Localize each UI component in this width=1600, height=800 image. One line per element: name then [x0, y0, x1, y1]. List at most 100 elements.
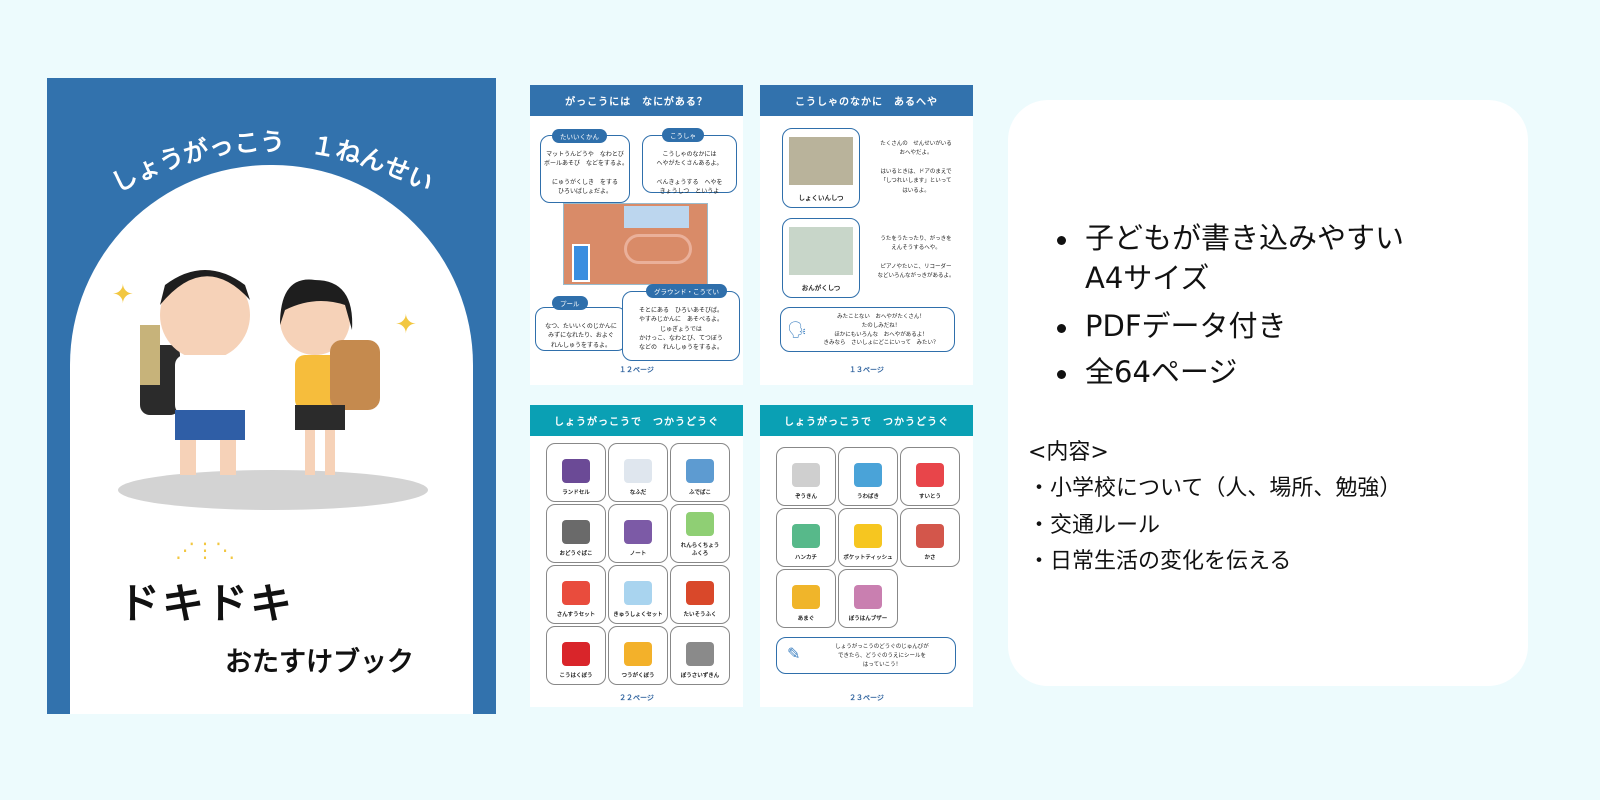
page-preview-22: しょうがっこうで つかうどうぐ ランドセル なふだ ふでばこおどうぐばこ ノート れんら…	[530, 405, 743, 707]
page-preview-13: こうしゃのなかに あるへや しょくいんしつ たくさんの せんせいがいる おへやだ…	[760, 85, 973, 385]
item-label: うわばき	[856, 494, 879, 500]
page-title: しょうがっこうで つかうどうぐ	[760, 405, 973, 436]
item-label: ランドセル	[562, 490, 590, 496]
page-preview-23: しょうがっこうで つかうどうぐ ぞうきん うわばき すいとうハンカチ ポケットティッシ…	[760, 405, 973, 707]
item-label: ノート	[629, 551, 647, 557]
excitement-lines-icon: ⋰⋮⋱	[175, 538, 235, 562]
item-card: さんすうセット	[546, 565, 606, 624]
item-image	[854, 524, 882, 548]
item-card: うわばき	[838, 447, 898, 506]
item-image	[916, 463, 944, 487]
cover-arch	[70, 165, 473, 714]
bullet-icon	[1057, 324, 1066, 333]
item-grid: ぞうきん うわばき すいとうハンカチ ポケットティッシュ かさあまぐぼうはんブザー	[776, 447, 960, 628]
item-card: ノート	[608, 504, 668, 563]
note-text: しょうがっこうのどうぐのじゅんびが できたら、どうぐのうえにシールを はっていこ…	[835, 644, 929, 668]
note-text: みたことない おへやがたくさん！ たのしみだね！ ほかにもいろんな おへやがある…	[823, 314, 939, 347]
bullet-icon	[1057, 236, 1066, 245]
item-card: なふだ	[608, 443, 668, 502]
features-card	[1008, 100, 1528, 686]
music-room-image	[789, 227, 853, 275]
room-description: たくさんの せんせいがいる おへやだよ。 はいるときは、ドアのまえで 「しつれい…	[880, 141, 952, 194]
item-label: おどうぐばこ	[559, 551, 593, 557]
item-card: あまぐ	[776, 569, 836, 628]
item-card: ぼうはんブザー	[838, 569, 898, 628]
item-label: きゅうしょくセット	[613, 612, 663, 618]
item-label: ポケットティッシュ	[843, 555, 893, 561]
item-label: れんらくちょう ふくろ	[680, 543, 720, 557]
bubble-text: マットうんどうや なわとび ボールあそび などをするよ。 にゅうがくしき をする…	[540, 135, 630, 203]
item-grid: ランドセル なふだ ふでばこおどうぐばこ ノート れんらくちょう ふくろさんすうセット き…	[546, 443, 730, 685]
cover-title-text: しょうがっこう １ねんせい	[107, 127, 438, 198]
cover-subtitle: おたすけブック	[225, 647, 414, 678]
bubble-label: プール	[552, 296, 588, 310]
item-label: つうがくぼう	[621, 673, 655, 679]
item-card: れんらくちょう ふくろ	[670, 504, 730, 563]
item-image	[916, 524, 944, 548]
item-label: ハンカチ	[794, 555, 817, 561]
page-number: １２ページ	[619, 366, 654, 374]
item-image	[562, 642, 590, 666]
item-label: ぼうはんブザー	[848, 616, 888, 622]
item-image	[624, 642, 652, 666]
contents-heading: <内容>	[1028, 440, 1109, 465]
bubble-text: こうしゃのなかには へやがたくさんあるよ。 べんきょうする へやを きょうしつ …	[642, 135, 737, 195]
item-image	[686, 512, 714, 536]
pen-icon: ✎	[787, 644, 801, 663]
item-label: ぼうさいずきん	[680, 673, 720, 679]
item-image	[624, 581, 652, 605]
item-label: ぞうきん	[794, 494, 817, 500]
room-label: おんがくしつ	[801, 284, 841, 292]
item-card: ふでばこ	[670, 443, 730, 502]
room-card: おんがくしつ	[782, 218, 860, 298]
item-card: ハンカチ	[776, 508, 836, 567]
item-card: ランドセル	[546, 443, 606, 502]
note-box: 🗣 みたことない おへやがたくさん！ たのしみだね！ ほかにもいろんな おへやが…	[780, 307, 955, 352]
room-label: しょくいんしつ	[798, 194, 844, 202]
item-label: こうはくぼう	[559, 673, 593, 679]
item-card: ポケットティッシュ	[838, 508, 898, 567]
item-card: かさ	[900, 508, 960, 567]
room-card: しょくいんしつ	[782, 128, 860, 208]
page-title: がっこうには なにがある？	[530, 85, 743, 116]
children-illustration	[140, 270, 380, 475]
page-number: ２２ページ	[619, 694, 654, 702]
item-card: おどうぐばこ	[546, 504, 606, 563]
item-label: かさ	[924, 555, 936, 561]
item-label: さんすうセット	[556, 612, 596, 618]
item-card: きゅうしょくセット	[608, 565, 668, 624]
room-description: うたをうたったり、がっきを えんそうするへや。 ピアノやたいこ、リコーダー など…	[877, 236, 955, 280]
item-card: つうがくぼう	[608, 626, 668, 685]
page-title: しょうがっこうで つかうどうぐ	[530, 405, 743, 436]
item-image	[792, 585, 820, 609]
item-image	[562, 459, 590, 483]
bubble-text: そとにある ひろいあそびば。 やすみじかんに あそべるよ。 じゅぎょうでは かけ…	[622, 291, 740, 361]
item-card: ぞうきん	[776, 447, 836, 506]
svg-text:しょうがっこう １ねんせい: しょうがっこう １ねんせい	[107, 127, 438, 198]
cover-title: しょうがっこう １ねんせい	[107, 127, 438, 198]
bullet-icon	[1057, 370, 1066, 379]
item-label: ふでばこ	[688, 490, 711, 496]
contents-item: ・交通ルール	[1028, 513, 1161, 538]
item-label: すいとう	[918, 494, 941, 500]
item-card: ぼうさいずきん	[670, 626, 730, 685]
sparkle-icon: ✦	[395, 310, 417, 340]
staff-room-image	[789, 137, 853, 185]
bubble-label: たいいくかん	[552, 129, 607, 143]
bubble-text: なつ、たいいくのじかんに みずになれたり、およぐ れんしゅうをするよ。	[535, 307, 627, 351]
speaking-head-icon: 🗣	[787, 320, 808, 339]
item-image	[562, 520, 590, 544]
item-label: なふだ	[629, 490, 647, 496]
item-card: たいそうふく	[670, 565, 730, 624]
page-number: １３ページ	[849, 366, 884, 374]
bubble-label: こうしゃ	[662, 128, 704, 142]
item-image	[686, 581, 714, 605]
page-preview-12: がっこうには なにがある？ マットうんどうや なわとび ボールあそび などをする…	[530, 85, 743, 385]
contents-item: ・小学校について（人、場所、勉強）	[1028, 476, 1402, 501]
page-title: こうしゃのなかに あるへや	[760, 85, 973, 116]
item-image	[792, 524, 820, 548]
item-image	[562, 581, 590, 605]
item-image	[854, 585, 882, 609]
item-card: すいとう	[900, 447, 960, 506]
item-image	[686, 459, 714, 483]
